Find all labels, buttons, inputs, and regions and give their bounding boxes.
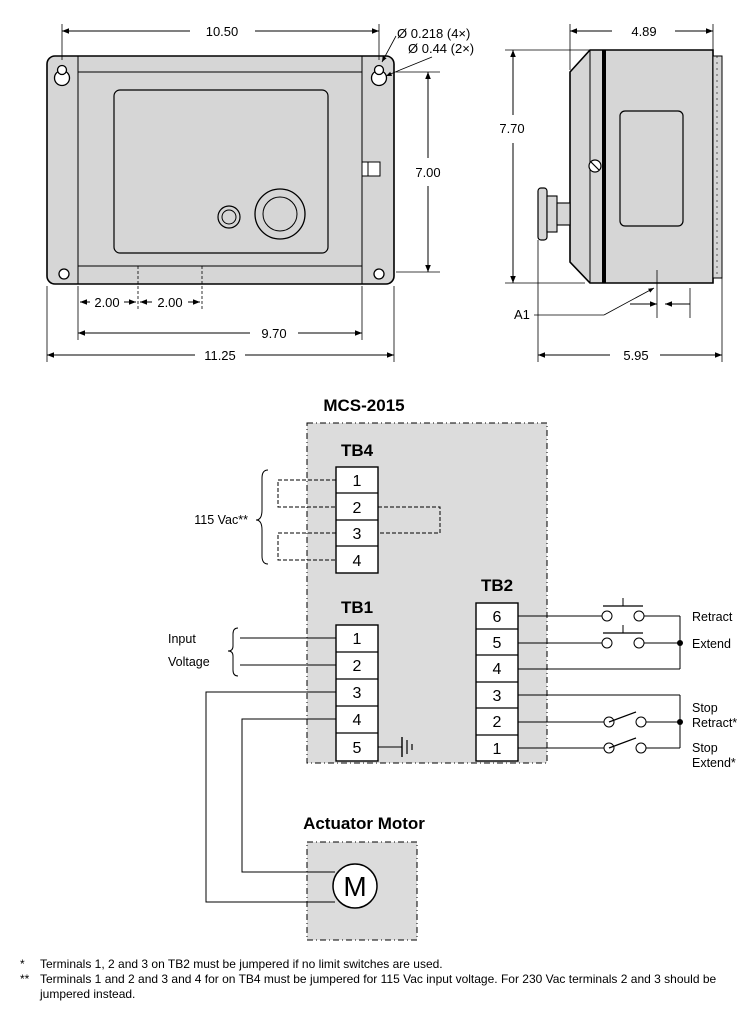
side-view bbox=[537, 49, 723, 284]
tb4-title: TB4 bbox=[341, 441, 374, 460]
input-brace bbox=[227, 627, 239, 677]
label-extend: Extend bbox=[692, 637, 731, 651]
label-stop-extend: Stop bbox=[692, 741, 718, 755]
ground-icon bbox=[401, 737, 413, 757]
motor-symbol: M bbox=[343, 871, 366, 902]
tb1-terminal: 2 bbox=[353, 658, 362, 675]
dim-front-height: 7.00 bbox=[415, 165, 440, 180]
motor-icon bbox=[332, 863, 378, 909]
tb4-terminal: 2 bbox=[353, 500, 362, 517]
switch-wiring bbox=[518, 598, 683, 754]
dim-detail-ref: A1 bbox=[514, 307, 530, 322]
tb1-terminal: 1 bbox=[353, 631, 362, 648]
terminal-block-tb4: TB4 1 2 3 4 115 Vac** bbox=[194, 441, 441, 574]
motor-title: Actuator Motor bbox=[303, 814, 425, 833]
side-fins bbox=[712, 55, 723, 279]
front-dimensions: 10.50 Ø 0.218 (4×) Ø 0.44 (2×) 7.00 2.00… bbox=[46, 24, 474, 363]
footnote-mark: * bbox=[20, 957, 25, 971]
terminal-block-tb1: TB1 1 2 3 4 5 Input Voltage bbox=[168, 598, 413, 762]
supply-label: 115 Vac** bbox=[194, 513, 248, 527]
side-latch bbox=[361, 161, 381, 177]
keyhole-slot-right bbox=[370, 64, 388, 87]
tb2-terminal: 2 bbox=[493, 714, 502, 731]
dim-mount-width: 9.70 bbox=[261, 326, 286, 341]
tb4-terminal: 3 bbox=[353, 526, 362, 543]
side-dimensions: 4.89 7.70 5.95 A1 bbox=[499, 24, 723, 363]
tb2-terminal: 6 bbox=[493, 609, 502, 626]
label-stop-extend: Extend* bbox=[692, 756, 736, 770]
footnote-text: Terminals 1, 2 and 3 on TB2 must be jump… bbox=[40, 957, 443, 971]
dim-hole-large: Ø 0.44 (2×) bbox=[408, 41, 474, 56]
label-stop-retract: Retract* bbox=[692, 716, 737, 730]
dim-front-width-top: 10.50 bbox=[206, 24, 239, 39]
keyhole-slot-left bbox=[53, 64, 71, 87]
tb1-terminal: 4 bbox=[353, 712, 362, 729]
footnote: ** Terminals 1 and 2 and 3 and 4 for on … bbox=[20, 972, 740, 1002]
input-label: Voltage bbox=[168, 655, 210, 669]
terminal-block-tb2: TB2 6 5 4 3 2 1 bbox=[475, 576, 519, 762]
dim-overall-width: 11.25 bbox=[204, 348, 236, 363]
footnote: * Terminals 1, 2 and 3 on TB2 must be ju… bbox=[20, 957, 740, 972]
tb2-terminal: 1 bbox=[493, 741, 502, 758]
front-view bbox=[46, 55, 395, 285]
tb1-terminal: 5 bbox=[353, 740, 362, 757]
footnote-text: Terminals 1 and 2 and 3 and 4 for on TB4… bbox=[40, 972, 717, 1001]
mount-hole-right bbox=[373, 268, 385, 280]
input-label: Input bbox=[168, 632, 196, 646]
label-retract: Retract bbox=[692, 610, 733, 624]
dim-side-height: 7.70 bbox=[499, 121, 524, 136]
tb2-terminal: 4 bbox=[493, 661, 502, 678]
knob-profile bbox=[537, 187, 571, 241]
dim-hole-small: Ø 0.218 (4×) bbox=[397, 26, 470, 41]
mount-hole-left bbox=[58, 268, 70, 280]
tb1-title: TB1 bbox=[341, 598, 373, 617]
dim-side-depth: 4.89 bbox=[631, 24, 656, 39]
dim-spacing-a: 2.00 bbox=[94, 295, 119, 310]
footnote-mark: ** bbox=[20, 972, 30, 986]
tb1-terminal: 3 bbox=[353, 685, 362, 702]
label-stop-retract: Stop bbox=[692, 701, 718, 715]
dim-side-overall: 5.95 bbox=[623, 348, 648, 363]
tb4-terminal: 4 bbox=[353, 553, 362, 570]
supply-brace bbox=[255, 469, 269, 565]
small-knob bbox=[217, 205, 241, 229]
footnotes: * Terminals 1, 2 and 3 on TB2 must be ju… bbox=[20, 957, 740, 1002]
large-knob bbox=[254, 188, 306, 240]
side-window bbox=[619, 110, 684, 227]
tb2-title: TB2 bbox=[481, 576, 513, 595]
tb2-terminal: 3 bbox=[493, 688, 502, 705]
tb4-terminal: 1 bbox=[353, 473, 362, 490]
dim-spacing-b: 2.00 bbox=[157, 295, 182, 310]
tb2-terminal: 5 bbox=[493, 635, 502, 652]
controller-title: MCS-2015 bbox=[323, 396, 404, 415]
